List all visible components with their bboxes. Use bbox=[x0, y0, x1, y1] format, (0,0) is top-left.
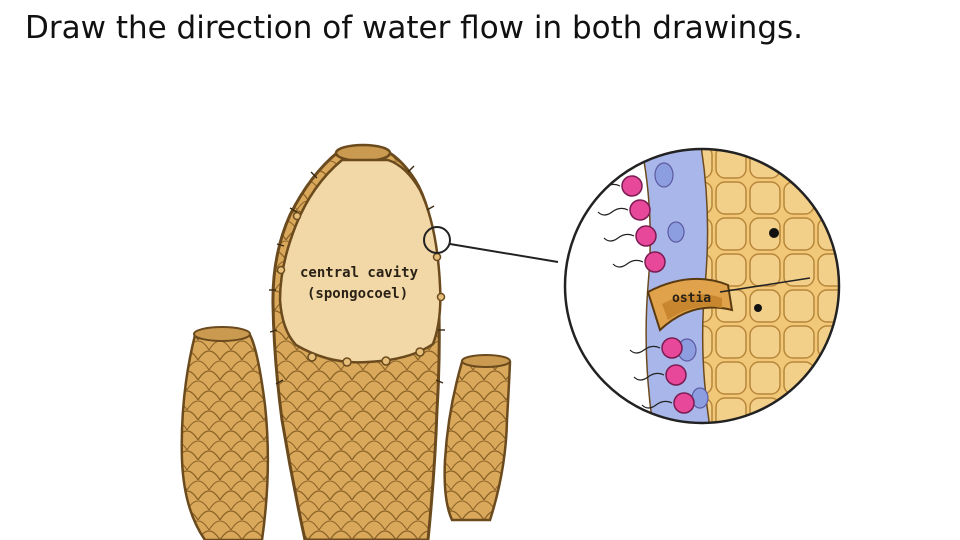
pore-dots bbox=[276, 211, 446, 367]
slide-title: Draw the direction of water flow in both… bbox=[25, 10, 803, 46]
magnified-wall-section bbox=[563, 147, 841, 425]
spicules bbox=[269, 165, 445, 385]
connector-line bbox=[449, 243, 559, 263]
magnify-marker bbox=[423, 226, 451, 254]
ostia-label: ostia bbox=[672, 291, 711, 306]
spongocoel-label: (spongocoel) bbox=[307, 286, 408, 302]
central-cavity bbox=[278, 158, 442, 364]
central-cavity-label: central cavity bbox=[300, 265, 419, 281]
ostia-leader bbox=[719, 277, 811, 293]
